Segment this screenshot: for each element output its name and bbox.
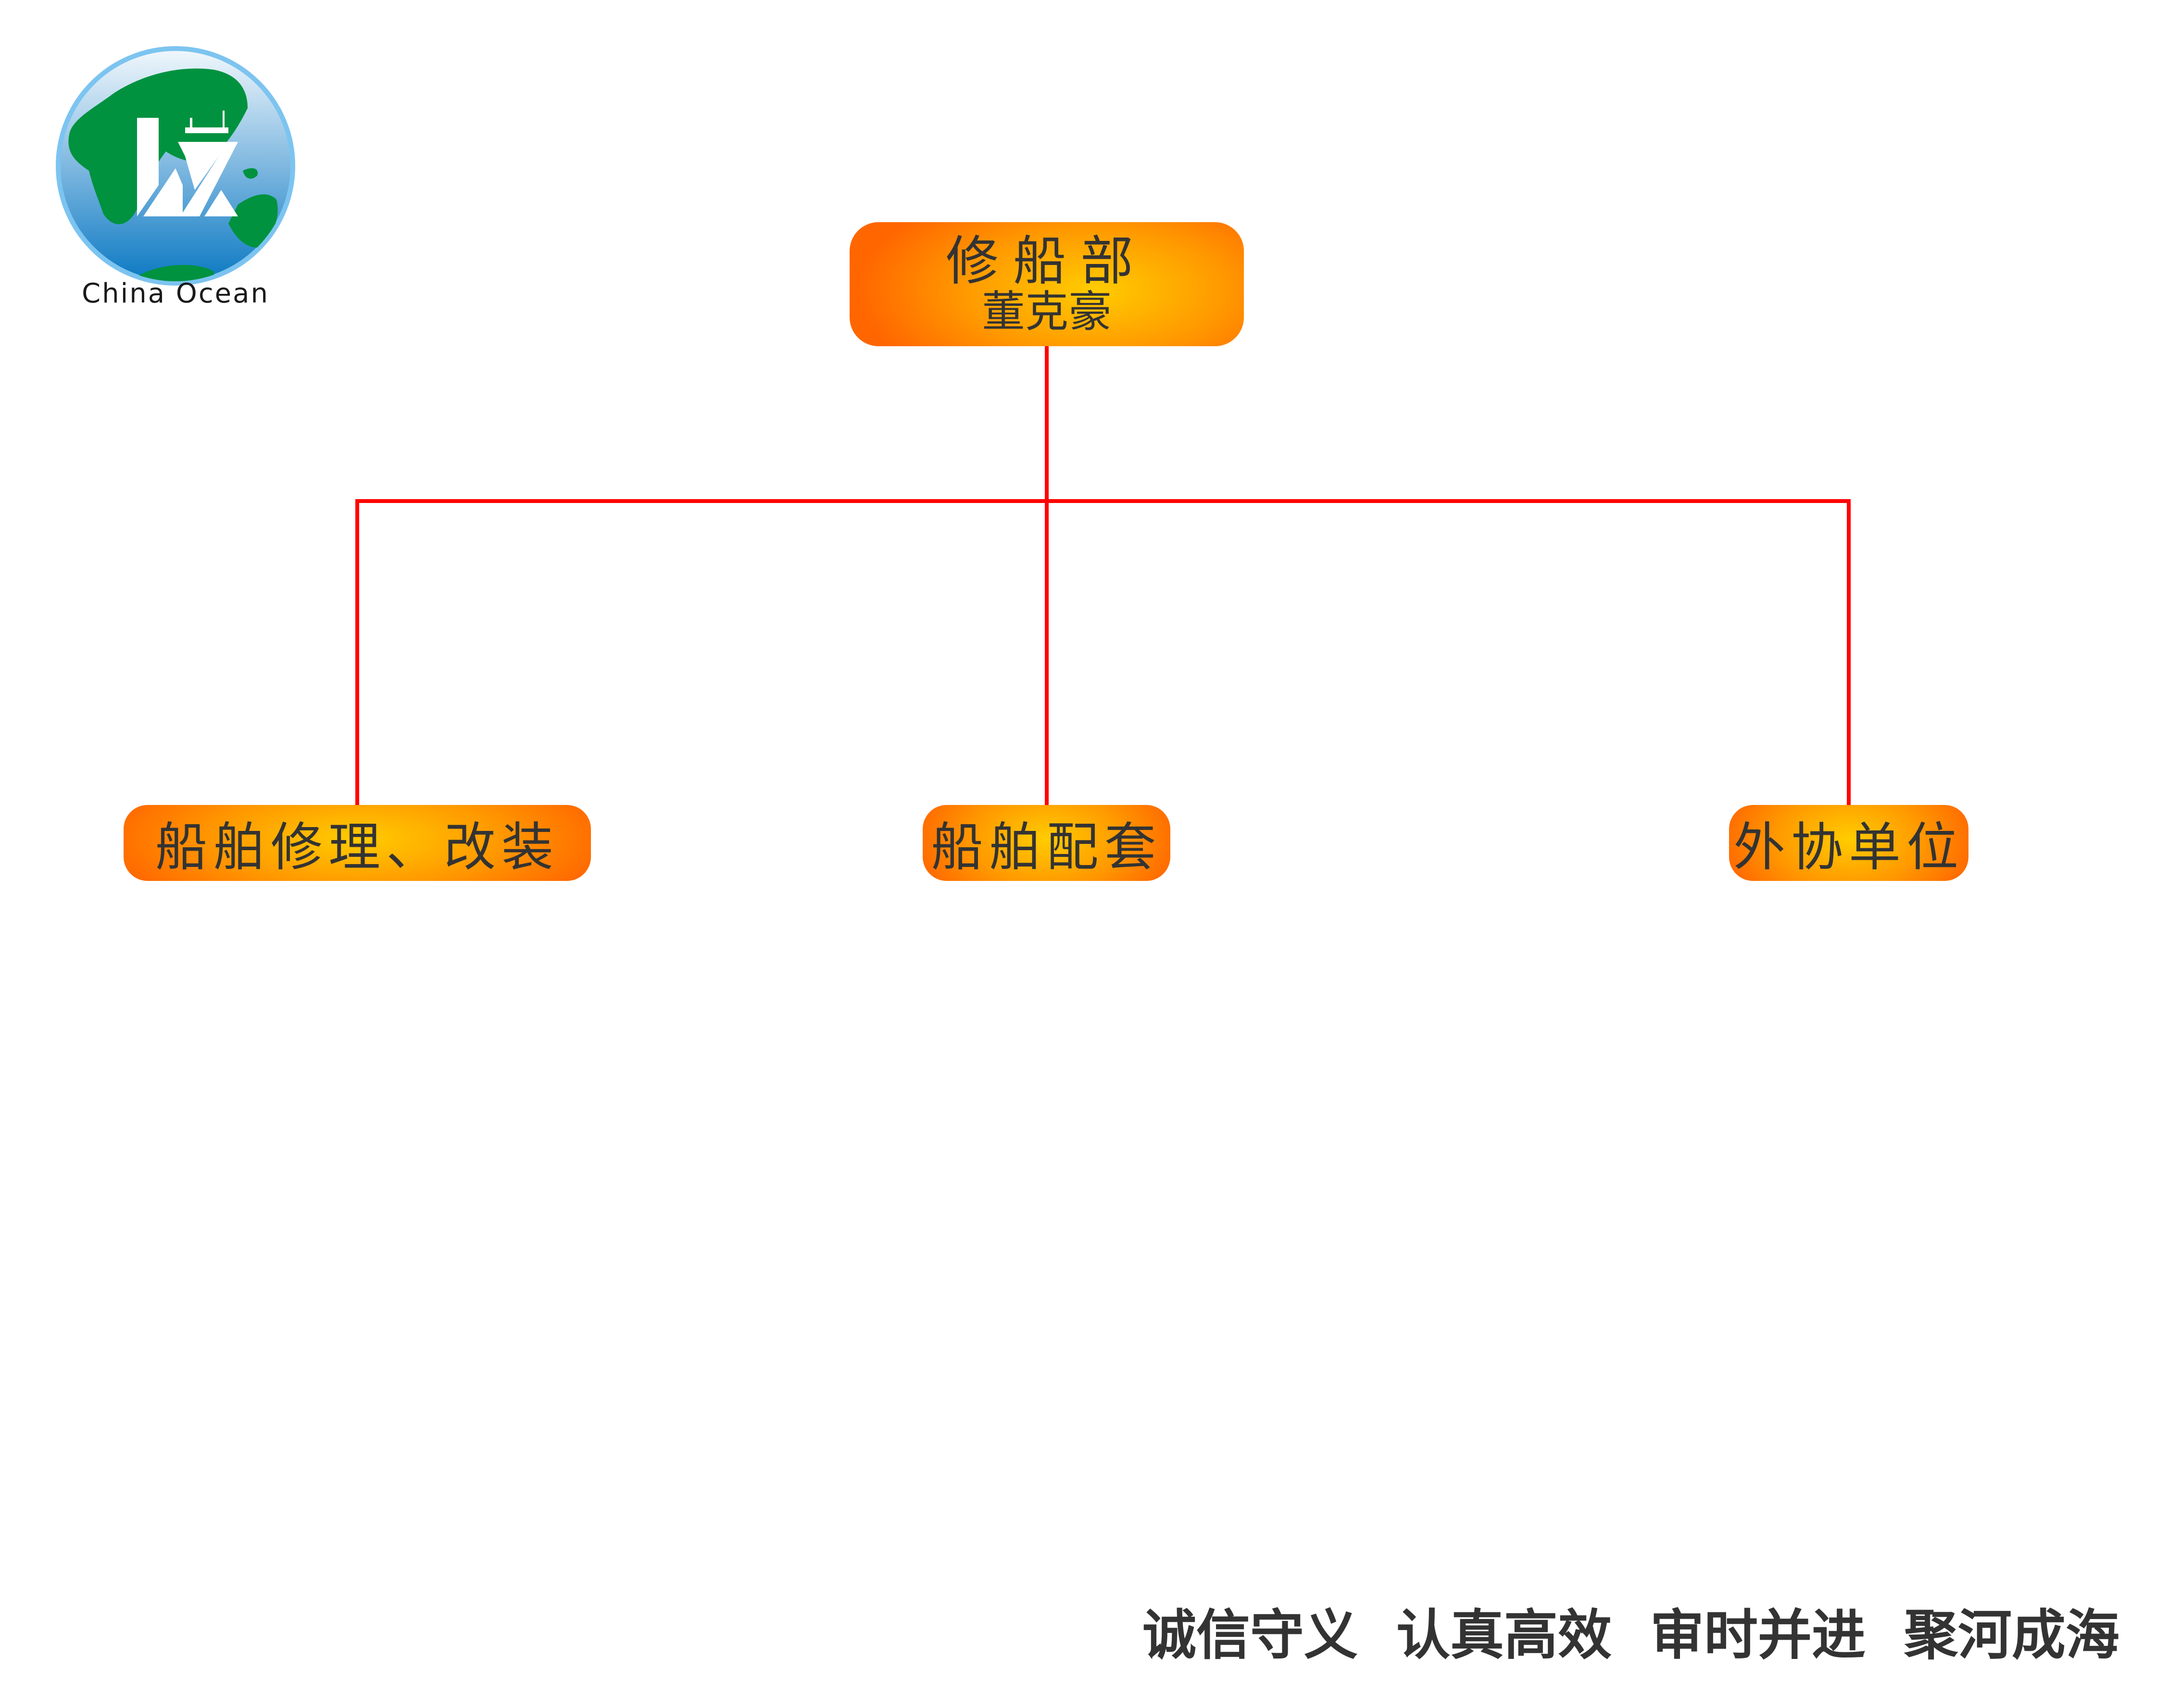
child-label: 外协单位 <box>1733 817 1964 878</box>
child-node-ship-outfitting: 船舶配套 <box>923 805 1170 881</box>
root-title: 修船部 <box>946 230 1148 292</box>
root-manager-name: 董克豪 <box>982 286 1112 337</box>
slogan-phrase: 聚河成海 <box>1904 1604 2119 1667</box>
globe-icon <box>56 46 295 286</box>
connector-right-vertical <box>1847 499 1851 805</box>
connector-root-vertical <box>1045 346 1049 805</box>
child-node-subcontractors: 外协单位 <box>1729 805 1968 881</box>
child-node-ship-repair: 船舶修理、改装 <box>124 805 591 881</box>
connector-horizontal <box>355 499 1851 503</box>
logo-text: China Ocean <box>82 278 269 309</box>
company-logo <box>55 46 296 286</box>
child-label: 船舶配套 <box>931 817 1162 878</box>
connector-left-vertical <box>355 499 359 805</box>
company-slogan: 诚信守义 认真高效 审时并进 聚河成海 <box>1142 1592 2128 1667</box>
slogan-phrase: 认真高效 <box>1396 1604 1612 1667</box>
slogan-phrase: 审时并进 <box>1650 1604 1866 1667</box>
slogan-phrase: 诚信守义 <box>1142 1604 1358 1667</box>
child-label: 船舶修理、改装 <box>155 817 559 878</box>
root-node: 修船部 董克豪 <box>850 222 1244 346</box>
